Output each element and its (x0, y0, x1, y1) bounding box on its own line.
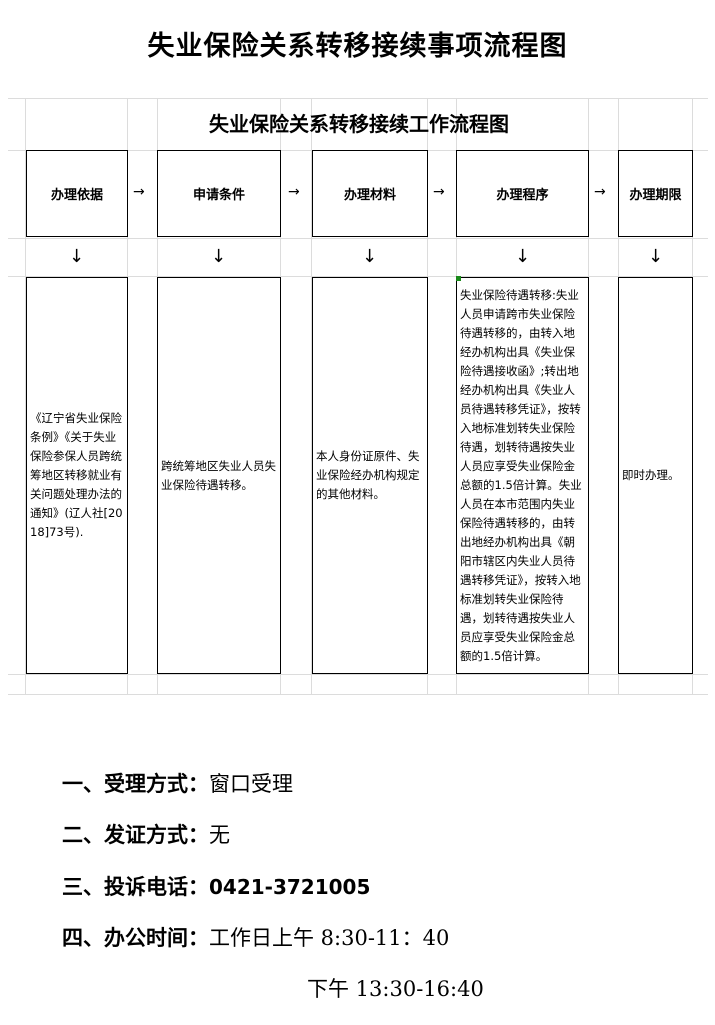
complaint-phone-label: 三、投诉电话： (62, 874, 209, 899)
right-arrow-icon: → (133, 184, 145, 200)
content-basis: 《辽宁省失业保险条例》《关于失业保险参保人员跨统筹地区转移就业有关问题处理办法的… (26, 277, 128, 674)
header-basis: 办理依据 (26, 150, 128, 237)
cert-method-row: 二、发证方式：无 (62, 819, 230, 849)
cert-method-value: 无 (209, 823, 230, 847)
down-arrow-icon: ↓ (211, 246, 227, 267)
office-hours-label: 四、办公时间： (62, 925, 209, 950)
cert-method-label: 二、发证方式： (62, 822, 209, 847)
content-materials: 本人身份证原件、失业保险经办机构规定的其他材料。 (312, 277, 428, 674)
right-arrow-icon: → (288, 184, 300, 200)
complaint-phone-row: 三、投诉电话：0421-3721005 (62, 871, 370, 901)
header-deadline: 办理期限 (618, 150, 693, 237)
header-procedure: 办理程序 (456, 150, 589, 237)
page-title: 失业保险关系转移接续事项流程图 (147, 31, 568, 62)
down-arrow-icon: ↓ (515, 246, 531, 267)
header-materials: 办理材料 (312, 150, 428, 237)
cell-selection-marker (456, 276, 461, 281)
accept-method-value: 窗口受理 (209, 772, 293, 796)
sheet-title: 失业保险关系转移接续工作流程图 (209, 112, 509, 136)
right-arrow-icon: → (594, 184, 606, 200)
content-deadline: 即时办理。 (618, 277, 693, 674)
office-hours-pm: 下午 13:30-16:40 (307, 977, 484, 1001)
down-arrow-icon: ↓ (648, 246, 664, 267)
content-procedure: 失业保险待遇转移:失业人员申请跨市失业保险待遇转移的，由转入地经办机构出具《失业… (456, 277, 589, 674)
accept-method-row: 一、受理方式：窗口受理 (62, 768, 293, 798)
down-arrow-icon: ↓ (69, 246, 85, 267)
office-hours-am: 工作日上午 8:30-11：40 (209, 926, 450, 950)
header-conditions: 申请条件 (157, 150, 281, 237)
office-hours-row: 四、办公时间：工作日上午 8:30-11：40 (62, 922, 449, 952)
accept-method-label: 一、受理方式： (62, 771, 209, 796)
right-arrow-icon: → (433, 184, 445, 200)
down-arrow-icon: ↓ (362, 246, 378, 267)
complaint-phone-value: 0421-3721005 (209, 875, 371, 899)
content-conditions: 跨统筹地区失业人员失业保险待遇转移。 (157, 277, 281, 674)
